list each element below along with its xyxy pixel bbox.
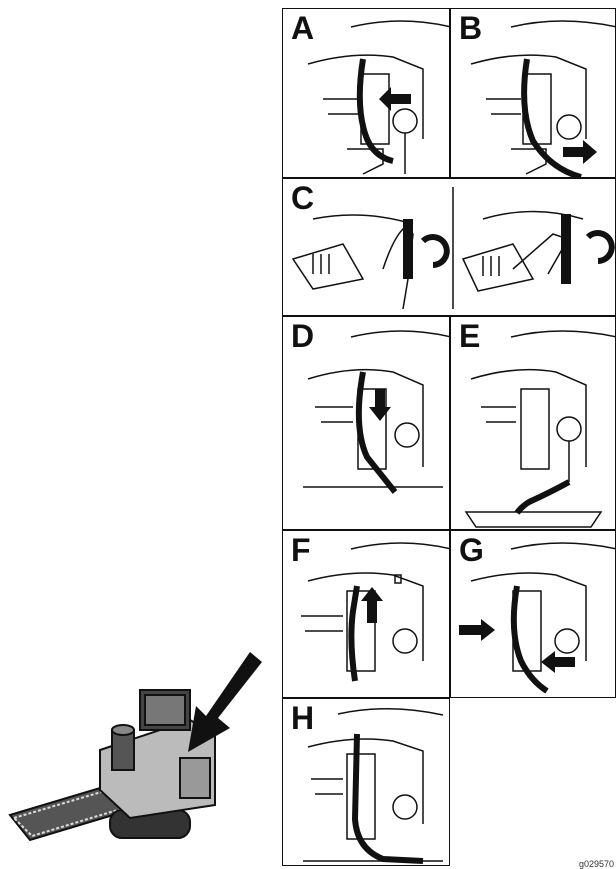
hand-twist-diagram: [283, 179, 616, 316]
engine-hose-diagram: [283, 9, 450, 178]
step-panel-f: F: [282, 530, 450, 698]
figure-reference-code: g029570: [579, 859, 614, 869]
engine-hose-diagram: [283, 317, 450, 530]
engine-hose-diagram: [451, 531, 616, 698]
step-panel-b: B: [450, 8, 616, 178]
engine-hose-diagram: [451, 9, 616, 178]
step-panel-e: E: [450, 316, 616, 530]
step-panel-g: G: [450, 530, 616, 698]
step-panel-h: H: [282, 698, 450, 866]
trencher-machine-illustration: [0, 640, 280, 869]
step-panel-d: D: [282, 316, 450, 530]
engine-hose-diagram: [283, 699, 450, 866]
engine-hose-diagram: [283, 531, 450, 698]
engine-drain-diagram: [451, 317, 616, 530]
step-panel-c: C: [282, 178, 616, 316]
step-panel-a: A: [282, 8, 450, 178]
